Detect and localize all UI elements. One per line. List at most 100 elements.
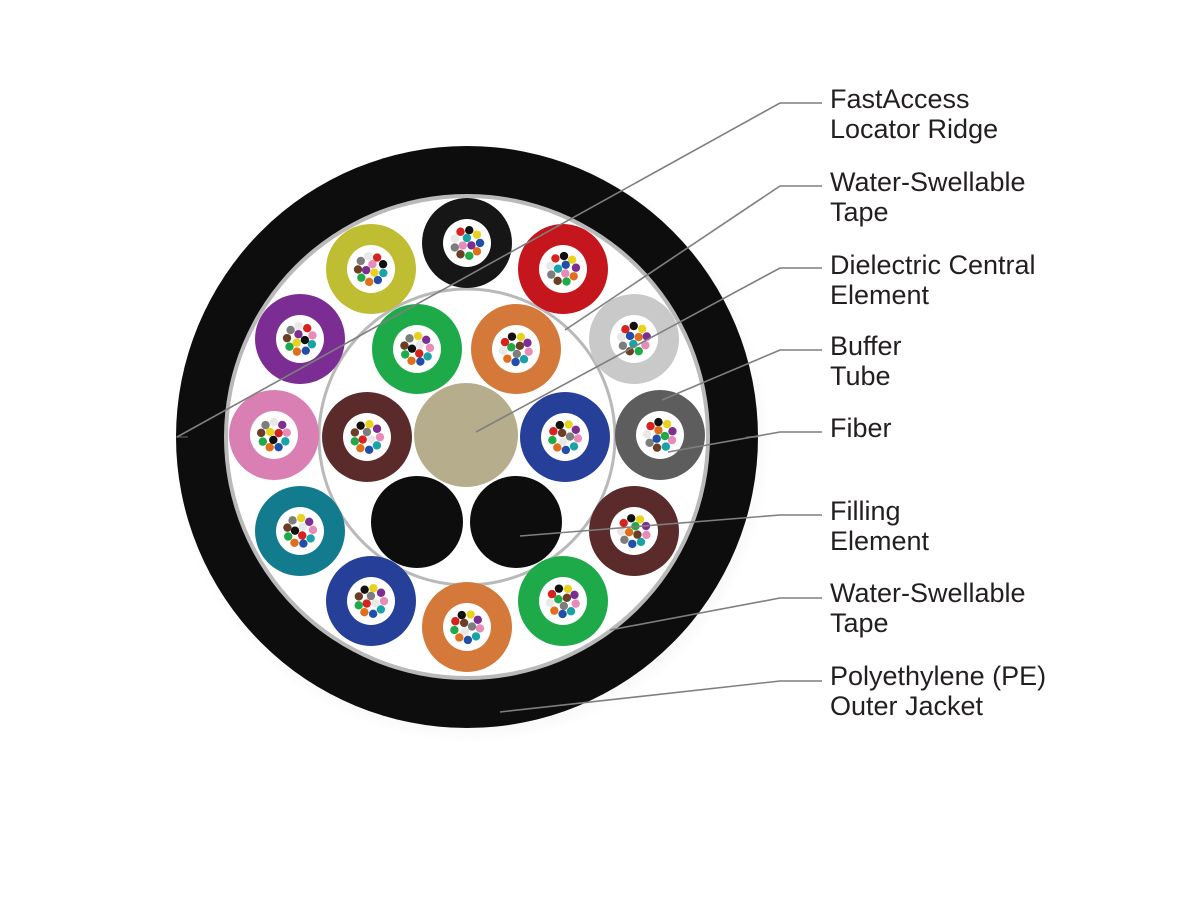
fiber xyxy=(561,260,570,270)
fiber xyxy=(407,356,416,365)
fiber xyxy=(456,227,465,236)
fiber xyxy=(368,609,378,619)
fiber xyxy=(550,606,559,615)
leader-line-filling-element xyxy=(519,514,822,537)
fiber xyxy=(366,591,376,601)
fiber xyxy=(546,261,555,270)
callout-label-outer-jacket: Polyethylene (PE)Outer Jacket xyxy=(830,661,1047,721)
fiber xyxy=(628,539,637,549)
fiber xyxy=(555,420,564,430)
fiber xyxy=(625,347,635,356)
fiber xyxy=(569,272,578,281)
buffer-tube xyxy=(255,294,345,384)
fiber xyxy=(498,346,508,356)
fiber xyxy=(357,273,366,282)
fiber xyxy=(456,250,465,259)
fiber xyxy=(415,349,424,358)
fiber xyxy=(290,538,299,547)
fiber xyxy=(519,355,529,364)
fiber xyxy=(573,434,583,443)
fiber xyxy=(300,335,310,345)
filling-element xyxy=(371,476,463,568)
fiber xyxy=(274,442,283,452)
fiber xyxy=(367,435,376,444)
fiber xyxy=(298,531,307,540)
fiber xyxy=(642,430,652,439)
fiber xyxy=(547,589,557,599)
fiber xyxy=(475,624,485,633)
fiber xyxy=(545,598,555,608)
fiber xyxy=(523,338,532,348)
fiber xyxy=(284,532,293,541)
fiber xyxy=(570,590,579,600)
fiber xyxy=(554,595,563,604)
fiber xyxy=(356,421,365,430)
fiber xyxy=(373,275,383,285)
fiber xyxy=(416,357,425,366)
fiber xyxy=(567,255,577,264)
fiber xyxy=(472,230,482,239)
fiber xyxy=(265,443,274,452)
fiber xyxy=(364,445,374,455)
fiber xyxy=(637,324,647,334)
fiber xyxy=(553,276,562,286)
fiber xyxy=(298,522,307,532)
fiber xyxy=(652,434,661,443)
dielectric-central-element xyxy=(414,383,518,487)
buffer-tube xyxy=(518,224,608,314)
fiber xyxy=(571,599,580,608)
fiber xyxy=(364,252,373,261)
fiber xyxy=(500,337,510,347)
fiber xyxy=(459,618,469,628)
fiber xyxy=(294,330,303,339)
fiber xyxy=(475,238,485,248)
fiber xyxy=(618,341,628,350)
fiber xyxy=(269,417,279,427)
fiber xyxy=(465,225,474,235)
fiber xyxy=(421,335,431,345)
cable-group xyxy=(171,143,771,743)
fiber xyxy=(634,332,643,342)
fiber xyxy=(660,431,670,441)
fiber xyxy=(559,601,569,611)
fiber xyxy=(472,247,482,256)
fiber xyxy=(296,513,306,523)
fiber xyxy=(376,605,386,614)
fiber xyxy=(282,333,292,343)
fiber xyxy=(361,265,371,275)
fiber xyxy=(621,325,630,334)
fiber xyxy=(667,435,677,445)
fiber xyxy=(261,420,270,430)
fiber xyxy=(624,527,634,537)
fiber xyxy=(354,592,364,601)
fiber xyxy=(553,264,563,273)
fiber xyxy=(616,332,626,342)
fiber xyxy=(375,432,385,442)
fiber xyxy=(549,427,558,436)
fiber xyxy=(551,254,560,263)
fiber xyxy=(571,425,581,434)
fiber xyxy=(350,428,360,437)
filling-element xyxy=(470,476,562,568)
fiber xyxy=(376,588,386,597)
buffer-tube xyxy=(518,556,608,646)
fiber xyxy=(462,233,472,243)
fiber xyxy=(308,331,317,340)
fiber xyxy=(362,427,372,437)
callout-label-fiber: Fiber xyxy=(830,413,892,443)
fiber xyxy=(466,610,475,619)
fiber xyxy=(288,516,297,525)
fiber xyxy=(626,514,636,523)
fiber xyxy=(561,445,571,455)
fiber xyxy=(561,269,570,278)
fiber xyxy=(654,417,663,427)
fiber xyxy=(619,518,628,528)
fiber xyxy=(368,260,377,269)
leader-line-fiber xyxy=(667,431,822,453)
fiber xyxy=(548,435,557,445)
fiber xyxy=(463,635,473,645)
fiber xyxy=(557,428,567,438)
